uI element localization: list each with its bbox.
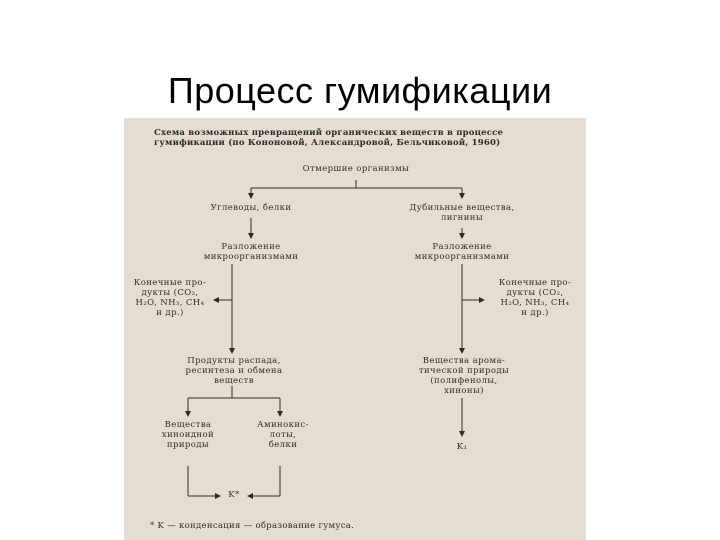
node-decomp-right: Разложение микроорганизмами	[414, 242, 510, 262]
node-tannins-lignins: Дубильные вещества, лигнины	[409, 203, 515, 223]
scheme-footnote: * K — конденсация — образование гумуса.	[150, 521, 355, 531]
node-amino-acids: Аминокис- лоты, белки	[257, 420, 309, 450]
node-breakdown-products: Продукты распада, ресинтеза и обмена вещ…	[185, 356, 283, 386]
node-end-products-left: Конечные про- дукты (CO₂, H₂O, NH₃, CH₄ …	[133, 278, 207, 318]
node-decomp-left: Разложение микроорганизмами	[203, 242, 299, 262]
scheme-header: Схема возможных превращений органических…	[154, 128, 504, 148]
node-dead-organisms: Отмершие организмы	[302, 164, 410, 174]
slide-title: Процесс гумификации	[167, 70, 553, 111]
node-k-star: K*	[228, 490, 240, 500]
node-end-products-right: Конечные про- дукты (CO₂, H₂O, NH₃, CH₄ …	[498, 278, 572, 318]
scheme-scan: Схема возможных превращений органических…	[124, 118, 586, 540]
node-quinoid-substances: Вещества хиноидной природы	[161, 420, 215, 450]
node-k1: K₁	[456, 442, 468, 452]
node-carbs-proteins: Углеводы, белки	[210, 203, 292, 213]
scheme-connectors	[185, 180, 485, 499]
node-aromatic-substances: Вещества арома- тической природы (полифе…	[418, 356, 510, 396]
